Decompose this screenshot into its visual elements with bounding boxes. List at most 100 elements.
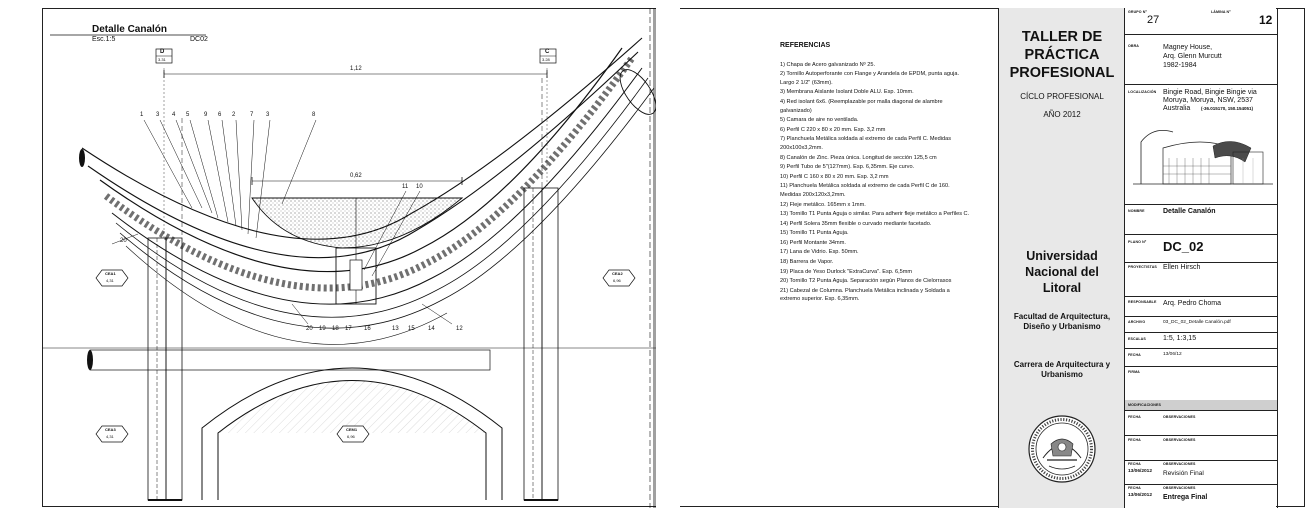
localizacion-line-1: Bingie Road, Bingie Bingie via	[1163, 89, 1257, 96]
reference-item: 13) Tornillo T1 Punta Aguja o similar. P…	[780, 211, 970, 218]
column-tag-1-scale: 4,31	[106, 278, 114, 283]
grupo-label: GRUPO Nº	[1128, 10, 1147, 14]
reference-item: 11) Planchuela Metálica soldada al extre…	[780, 183, 950, 198]
callout-label: 3	[156, 112, 160, 118]
detail-drawing: Detalle Canalón Esc.1:5 DC02 D 3.31 C 3.…	[42, 8, 656, 508]
house-elevation-image	[1133, 118, 1273, 198]
callout-label: 11	[402, 184, 409, 190]
archivo-value: 03_DC_02_Detalle Canalón.pdf	[1163, 320, 1231, 325]
mod-fecha-label: FECHA	[1128, 486, 1141, 490]
frame-top-right	[680, 8, 998, 9]
frame-bottom	[42, 506, 656, 507]
escalas-value: 1:5, 1:3,15	[1163, 335, 1197, 342]
detail-code: DC02	[190, 36, 208, 43]
column-tag-3-scale: 4,31	[106, 434, 114, 439]
callout-label: 5	[186, 112, 190, 118]
row-archivo: ARCHIVO 03_DC_02_Detalle Canalón.pdf	[1125, 316, 1277, 333]
titleblock-right: GRUPO Nº 27 LÁMINA Nº 12 OBRA Magney Hou…	[1124, 8, 1278, 508]
mod-row: FECHA OBSERVACIONES	[1125, 434, 1277, 461]
callout-label: 4	[172, 112, 176, 118]
reference-item: 1) Chapa de Acero galvanizado Nº 25.	[780, 61, 876, 68]
reference-item: 4) Red isolant 6x6. (Reemplazable por ma…	[780, 98, 943, 114]
row-escalas: ESCALAS 1:5, 1:3,15	[1125, 332, 1277, 349]
reference-item: 20) Tornillo T2 Punta Aguja. Separación …	[780, 278, 952, 285]
detail-scale: Esc.1:5	[92, 36, 116, 43]
firma-label: FIRMA	[1128, 370, 1140, 374]
cycle-label: CÍCLO PROFESIONAL	[1020, 92, 1104, 101]
callout-label: 20	[306, 326, 313, 332]
mod-fecha-value: 13/06/2012	[1128, 469, 1153, 474]
callout-label: 19	[319, 326, 326, 332]
localizacion-coords: (-36.015170, 150.154051)	[1201, 106, 1254, 111]
reference-item: 17) Lana de Vidrio. Esp. 50mm.	[780, 249, 859, 256]
references-items: 1) Chapa de Acero galvanizado Nº 25.2) T…	[780, 61, 970, 304]
grupo-value: 27	[1147, 14, 1160, 26]
mod-fecha-label: FECHA	[1128, 438, 1141, 442]
callout-label: 9	[204, 112, 208, 118]
references-list: REFERENCIAS 1) Chapa de Acero galvanizad…	[780, 42, 970, 305]
obra-line-3: 1982-1984	[1163, 62, 1197, 69]
mod-obs-value: Entrega Final	[1163, 494, 1208, 501]
reference-item: 19) Placa de Yeso Durlock "ExtraCurva". …	[780, 268, 913, 275]
plano-value: DC_02	[1163, 239, 1204, 254]
fecha-label: FECHA	[1128, 353, 1141, 357]
frame-top	[42, 8, 656, 9]
course-title: TALLER DE PRÁCTICA PROFESIONAL	[1009, 29, 1115, 81]
callout-label: 6	[218, 112, 222, 118]
frame-top-far	[1276, 8, 1305, 9]
titleblock-left: TALLER DE PRÁCTICA PROFESIONAL CÍCLO PRO…	[998, 8, 1125, 508]
row-plano: PLANO Nº DC_02	[1125, 234, 1277, 263]
column-tag-2-code: CEA2	[612, 271, 623, 276]
fecha-value: 13/06/12	[1163, 352, 1182, 357]
reference-item: 16) Perfil Montante 34mm.	[780, 239, 846, 246]
callout-label: 2	[232, 112, 236, 118]
column-tag-3-code: CEA3	[105, 427, 116, 432]
reference-item: 14) Perfil Solera 35mm flexible o curvad…	[780, 220, 932, 227]
obra-line-1: Magney House,	[1163, 44, 1213, 51]
callout-label: 10	[416, 184, 423, 190]
mod-obs-label: OBSERVACIONES	[1163, 415, 1196, 419]
localizacion-label: LOCALIZACIÓN	[1128, 90, 1157, 94]
callout-label: 17	[345, 326, 352, 332]
modificaciones-band	[1125, 400, 1277, 410]
plano-label: PLANO Nº	[1128, 240, 1147, 244]
responsable-label: RESPONSABLE	[1128, 300, 1157, 304]
reference-item: 12) Fleje metálico. 165mm x 1mm.	[780, 201, 866, 208]
row-obra: OBRA Magney House, Arq. Glenn Murcutt 19…	[1125, 34, 1277, 85]
callout-label: 1	[140, 112, 144, 118]
career-name: Carrera de Arquitectura y Urbanismo	[1013, 360, 1111, 379]
reference-item: 15) Tornillo T1 Punta Aguja.	[780, 230, 849, 237]
callout-label: 7	[250, 112, 254, 118]
mod-obs-value: Revisión Final	[1163, 470, 1204, 477]
callout-label: 20	[120, 238, 127, 244]
dimension-overall: 1,12	[350, 66, 362, 72]
callout-label: 16	[364, 326, 371, 332]
callout-label: 14	[428, 326, 435, 332]
nombre-label: NOMBRE	[1128, 209, 1145, 213]
faculty-name: Facultad de Arquitectura, Diseño y Urban…	[1013, 312, 1111, 331]
callout-label: 13	[392, 326, 399, 332]
column-tag-4-code: CEM1	[346, 427, 358, 432]
reference-item: 8) Canalón de Zinc. Pieza única. Longitu…	[780, 154, 937, 161]
mod-obs-label: OBSERVACIONES	[1163, 438, 1196, 442]
section-tag-c-sheet: 3.28	[542, 57, 550, 62]
frame-bottom-right	[680, 506, 998, 507]
responsable-value: Arq. Pedro Choma	[1163, 300, 1221, 307]
mod-fecha-value: 13/06/2012	[1128, 493, 1153, 498]
column-tag-4-scale: 6,96	[347, 434, 355, 439]
section-tag-c-letter: C	[545, 49, 550, 55]
callout-label: 15	[408, 326, 415, 332]
mod-row: FECHA OBSERVACIONES 13/06/2012 Entrega F…	[1125, 484, 1277, 508]
year-label: AÑO 2012	[1043, 110, 1081, 119]
proyectistas-label: PROYECTISTAS	[1128, 265, 1157, 269]
frame-bottom-far	[1276, 506, 1305, 507]
lamina-value: 12	[1259, 13, 1273, 27]
callout-label: 18	[332, 326, 339, 332]
row-fecha: FECHA 13/06/12	[1125, 348, 1277, 367]
obra-line-2: Arq. Glenn Murcutt	[1163, 53, 1222, 60]
reference-item: 3) Membrana Aislante Isolant Doble ALU. …	[780, 89, 914, 96]
mod-obs-label: OBSERVACIONES	[1163, 486, 1196, 490]
archivo-label: ARCHIVO	[1128, 320, 1146, 324]
detail-drawing-svg	[42, 8, 656, 508]
